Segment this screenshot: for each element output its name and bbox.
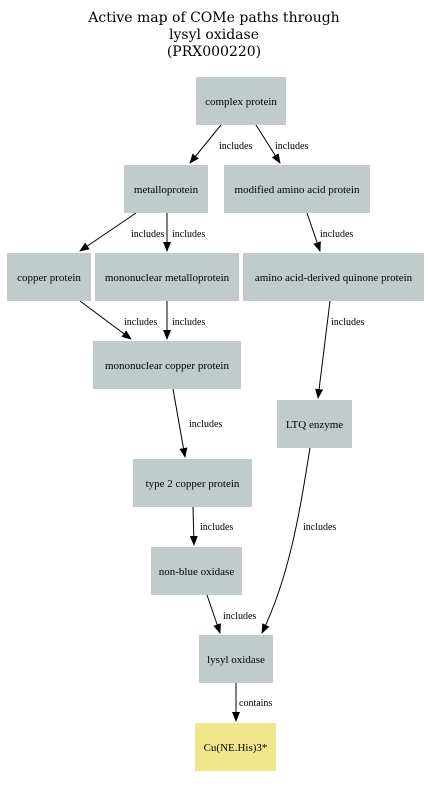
node-copper[interactable]: copper protein (7, 253, 91, 301)
edge-copper-to-monocopper (79, 300, 132, 340)
node-label-nonblue: non-blue oxidase (159, 566, 235, 578)
edge-label-e9: includes (189, 419, 222, 430)
node-box-type2 (133, 459, 252, 507)
node-label-copper: copper protein (17, 272, 81, 284)
node-label-type2: type 2 copper protein (146, 478, 240, 490)
node-lysyl[interactable]: lysyl oxidase (199, 635, 273, 683)
node-label-mononuc: mononuclear metalloprotein (105, 272, 230, 284)
node-type2[interactable]: type 2 copper protein (133, 459, 252, 507)
node-box-cu (195, 723, 276, 771)
edge-label-e13: contains (239, 698, 272, 709)
node-metallo[interactable]: metalloprotein (124, 165, 208, 213)
edge-nonblue-to-lysyl (206, 594, 221, 634)
edge-complex-to-metallo (189, 124, 222, 164)
node-box-copper (7, 253, 91, 301)
node-label-modified: modified amino acid protein (235, 184, 360, 196)
title-line-1: Active map of COMe paths through (88, 10, 340, 26)
edge-type2-to-nonblue (189, 506, 198, 546)
node-box-mononuc (95, 253, 239, 301)
node-quinone[interactable]: amino acid-derived quinone protein (243, 253, 424, 301)
title-line-3: (PRX000220) (166, 44, 262, 60)
node-modified[interactable]: modified amino acid protein (224, 165, 370, 213)
edge-label-e4: includes (172, 229, 205, 240)
node-ltq[interactable]: LTQ enzyme (277, 400, 352, 448)
edge-quinone-to-ltq (315, 300, 331, 399)
edge-label-e6: includes (124, 317, 157, 328)
edge-label-e11: includes (223, 611, 256, 622)
node-box-quinone (243, 253, 424, 301)
edge-label-e12: includes (303, 522, 336, 533)
edge-label-e7: includes (172, 317, 205, 328)
edge-label-e8: includes (331, 317, 364, 328)
node-label-cu: Cu(NE.His)3* (204, 742, 268, 754)
node-nonblue[interactable]: non-blue oxidase (151, 547, 242, 595)
node-box-complex (196, 77, 286, 125)
edge-label-e1: includes (219, 141, 252, 152)
node-label-ltq: LTQ enzyme (286, 419, 343, 431)
node-box-lysyl (199, 635, 273, 683)
node-box-ltq (277, 400, 352, 448)
node-label-quinone: amino acid-derived quinone protein (255, 272, 413, 284)
node-box-modified (224, 165, 370, 213)
node-box-metallo (124, 165, 208, 213)
edge-complex-to-modified (255, 124, 281, 164)
edge-label-e5: includes (320, 229, 353, 240)
edge-label-e10: includes (200, 522, 233, 533)
node-monocopper[interactable]: mononuclear copper protein (93, 341, 241, 389)
edge-monocopper-to-type2 (172, 388, 188, 458)
edge-modified-to-quinone (306, 212, 321, 252)
node-label-complex: complex protein (205, 96, 277, 108)
node-complex[interactable]: complex protein (196, 77, 286, 125)
edge-ltq-to-lysyl (261, 447, 311, 634)
edge-label-e3: includes (131, 229, 164, 240)
node-cu[interactable]: Cu(NE.His)3* (195, 723, 276, 771)
edge-label-e2: includes (275, 141, 308, 152)
node-label-metallo: metalloprotein (134, 184, 199, 196)
node-label-monocopper: mononuclear copper protein (105, 360, 230, 372)
edge-metallo-to-copper (79, 212, 137, 252)
node-mononuc[interactable]: mononuclear metalloprotein (95, 253, 239, 301)
node-box-nonblue (151, 547, 242, 595)
title-line-2: lysyl oxidase (169, 27, 259, 43)
node-box-monocopper (93, 341, 241, 389)
node-label-lysyl: lysyl oxidase (207, 654, 265, 666)
